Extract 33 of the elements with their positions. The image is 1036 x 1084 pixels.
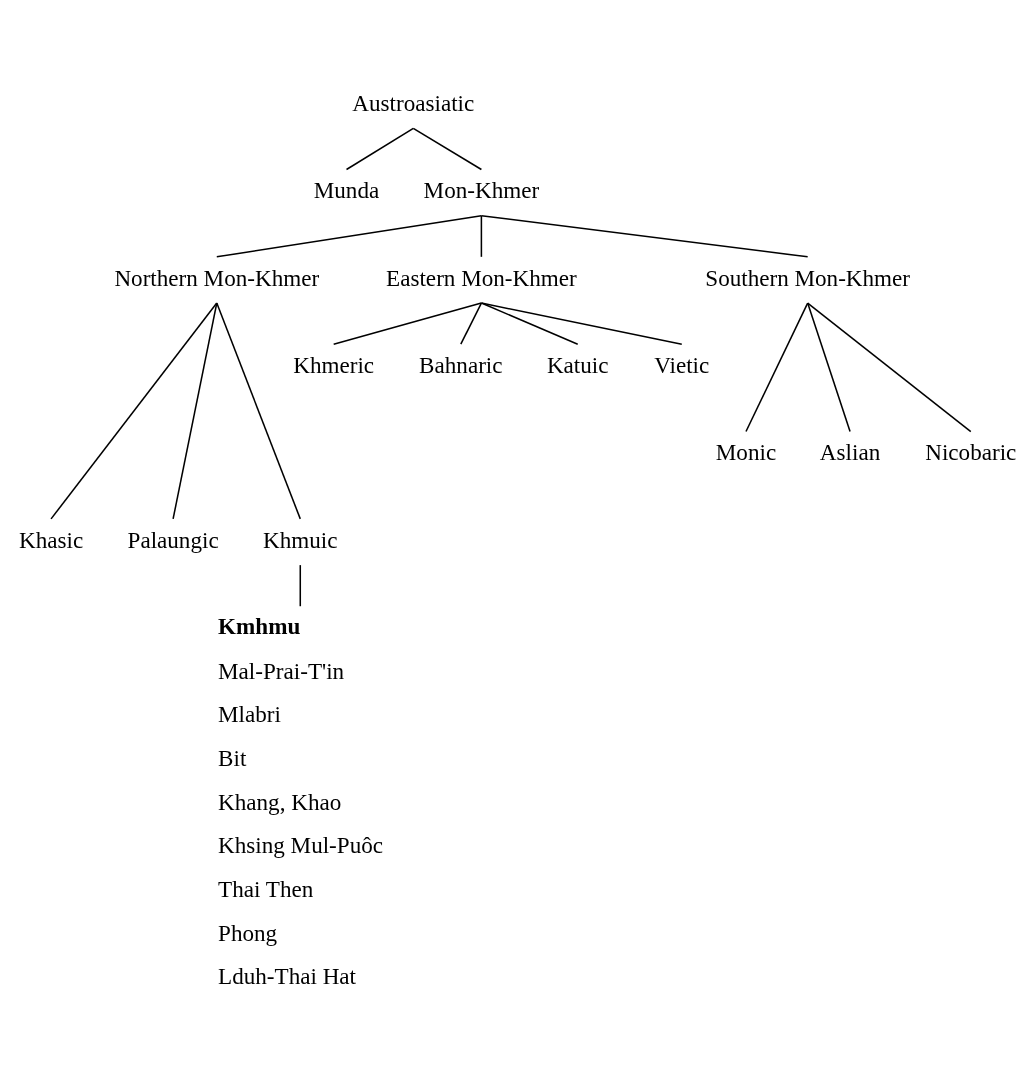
node-text: Khasic	[18, 526, 84, 553]
connector	[172, 302, 218, 520]
node-text: Kmhmu Mal-Prai-T'in Mlabri Bit Khang, Khao Khsing Mul-Puôc Thai Then Phong Lduh-Thai Hat	[218, 612, 384, 990]
node-text: Nicobaric	[925, 439, 1017, 466]
node-text: Aslian	[819, 439, 881, 466]
node-text: Palaungic	[127, 526, 219, 553]
node-text: Khmeric	[293, 351, 375, 378]
connector	[480, 214, 809, 258]
connector	[216, 302, 302, 520]
node-text: Eastern Mon-Khmer	[386, 264, 577, 291]
connector	[216, 214, 483, 258]
node-text: Munda	[313, 177, 380, 204]
node-text: Monic	[715, 439, 777, 466]
node-text: Bahnaric	[419, 351, 503, 378]
connector	[480, 302, 683, 345]
connector	[806, 302, 972, 433]
connector	[412, 127, 483, 171]
connector	[299, 564, 302, 607]
connector	[480, 302, 579, 345]
connector	[480, 214, 483, 258]
connector	[460, 302, 483, 345]
node-text: Khmuic	[263, 526, 338, 553]
connector	[745, 302, 809, 433]
node-text: Austroasiatic	[352, 89, 475, 116]
node-text: Katuic	[546, 351, 609, 378]
node-text: Southern Mon-Khmer	[705, 264, 911, 291]
connector	[332, 302, 483, 345]
connector	[345, 127, 415, 171]
node-text: Northern Mon-Khmer	[114, 264, 320, 291]
node-text: Vietic	[654, 351, 710, 378]
connector	[50, 302, 218, 520]
node-text: Mon-Khmer	[423, 177, 540, 204]
connector	[806, 302, 851, 433]
